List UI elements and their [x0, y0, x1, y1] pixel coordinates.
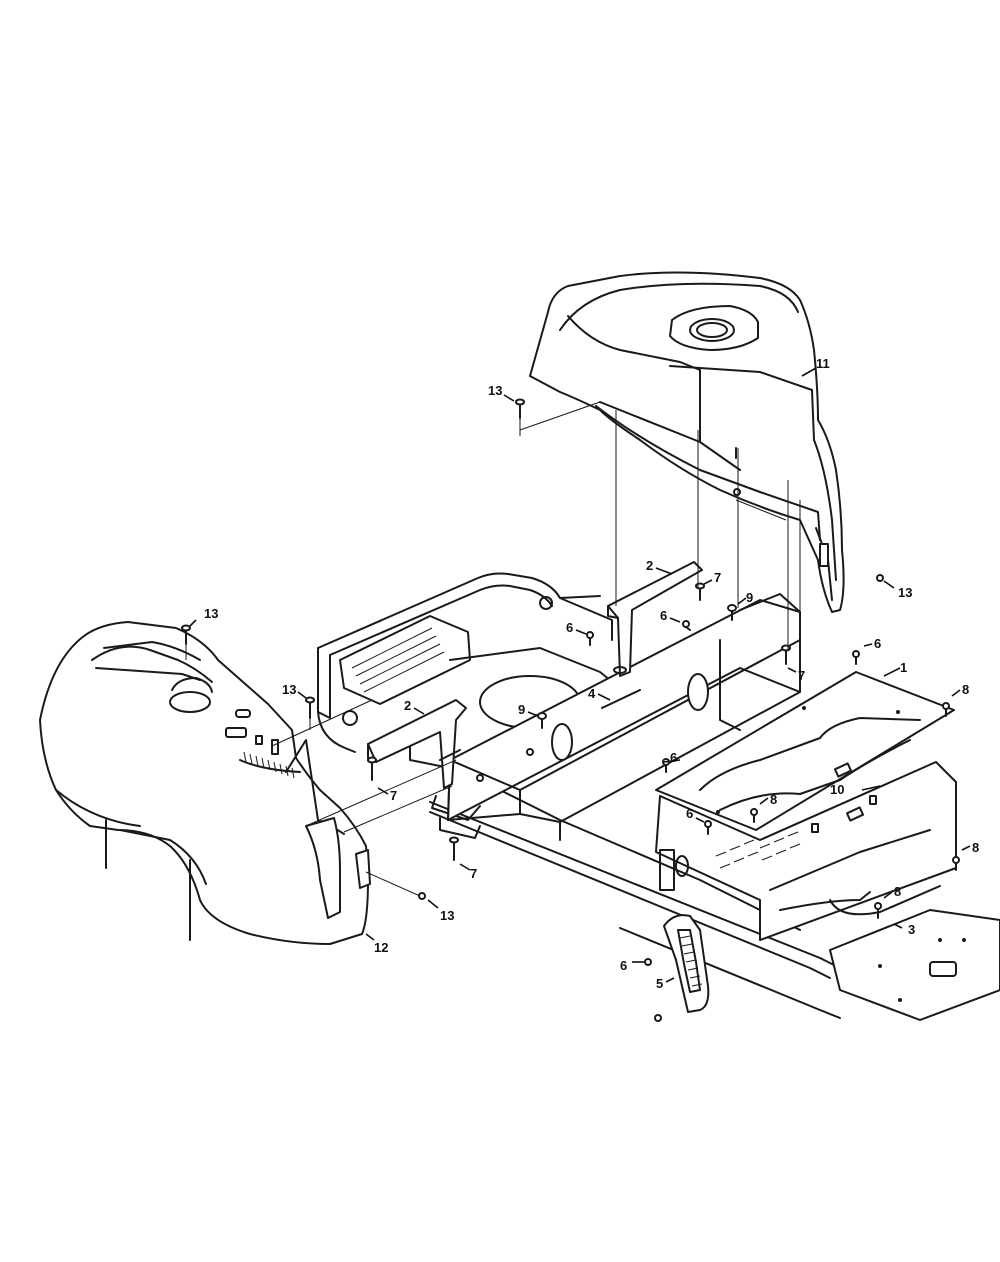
part-12-front-console	[39, 621, 371, 945]
callout-9-a: 9	[746, 590, 753, 605]
callout-13-top: 13	[488, 383, 502, 398]
hardware	[181, 398, 960, 1022]
nut-6-a	[586, 631, 594, 646]
callout-13-console-mid: 13	[282, 682, 296, 697]
callout-13-console-bottom: 13	[440, 908, 454, 923]
callout-6-f: 6	[620, 958, 627, 973]
callout-6-d: 6	[670, 750, 677, 765]
assembly-guide-lines	[185, 401, 801, 897]
callout-1: 1	[900, 660, 907, 675]
nut-10-a	[869, 795, 877, 805]
bolt-9-b	[537, 712, 547, 729]
screw-13-right	[876, 574, 884, 582]
screw-13-top	[515, 398, 525, 419]
callout-2-right: 2	[646, 558, 653, 573]
screw-8-d	[874, 902, 882, 919]
callout-7-b: 7	[798, 668, 805, 683]
nut-6-c	[852, 650, 860, 665]
callout-12: 12	[374, 940, 388, 955]
nut-10-b	[811, 823, 819, 833]
part-5-height-adjust-plate	[663, 914, 710, 1013]
callout-13-console-top: 13	[204, 606, 218, 621]
callout-8-d: 8	[894, 884, 901, 899]
screw-13-console-top	[181, 624, 191, 645]
bolt-9-a	[727, 604, 737, 621]
callout-4: 4	[588, 686, 596, 701]
part-3-side-panel	[655, 761, 1000, 1021]
callout-5: 5	[656, 976, 663, 991]
bolt-7-c	[367, 756, 377, 781]
nut-6-e	[704, 820, 712, 835]
callout-8-b: 8	[770, 792, 777, 807]
screw-8-a	[942, 702, 950, 717]
callout-7-a: 7	[714, 570, 721, 585]
callout-6-a: 6	[566, 620, 573, 635]
part-1-floor-plate	[655, 671, 955, 831]
callout-7-d: 7	[470, 866, 477, 881]
callout-6-e: 6	[686, 806, 693, 821]
bolt-7-a	[695, 582, 705, 601]
part-4-cross-member	[447, 593, 801, 841]
callout-7-c: 7	[390, 788, 397, 803]
screw-8-c	[952, 856, 960, 871]
callout-11: 11	[816, 356, 830, 371]
nut-6-b	[682, 620, 691, 631]
callout-6-b: 6	[660, 608, 667, 623]
part-2-bracket-left	[367, 699, 467, 789]
callout-3: 3	[908, 922, 915, 937]
callout-6-c: 6	[874, 636, 881, 651]
callout-9-b: 9	[518, 702, 525, 717]
callout-10: 10	[830, 782, 844, 797]
bolt-7-d	[449, 836, 459, 861]
nut-6-f	[644, 958, 662, 1022]
part-11-rear-fender	[529, 271, 845, 613]
callout-2-left: 2	[404, 698, 411, 713]
part-2-bracket-right	[607, 561, 703, 677]
callout-leaders	[189, 367, 971, 983]
screw-13-console-mid	[305, 696, 315, 719]
callout-8-a: 8	[962, 682, 969, 697]
callout-labels: 11 13 13 13 13 13 2 2 7 7 7 7 9 9 6 6 6 …	[204, 356, 979, 991]
callout-13-right: 13	[898, 585, 912, 600]
screw-8-b	[750, 808, 758, 823]
callout-8-c: 8	[972, 840, 979, 855]
